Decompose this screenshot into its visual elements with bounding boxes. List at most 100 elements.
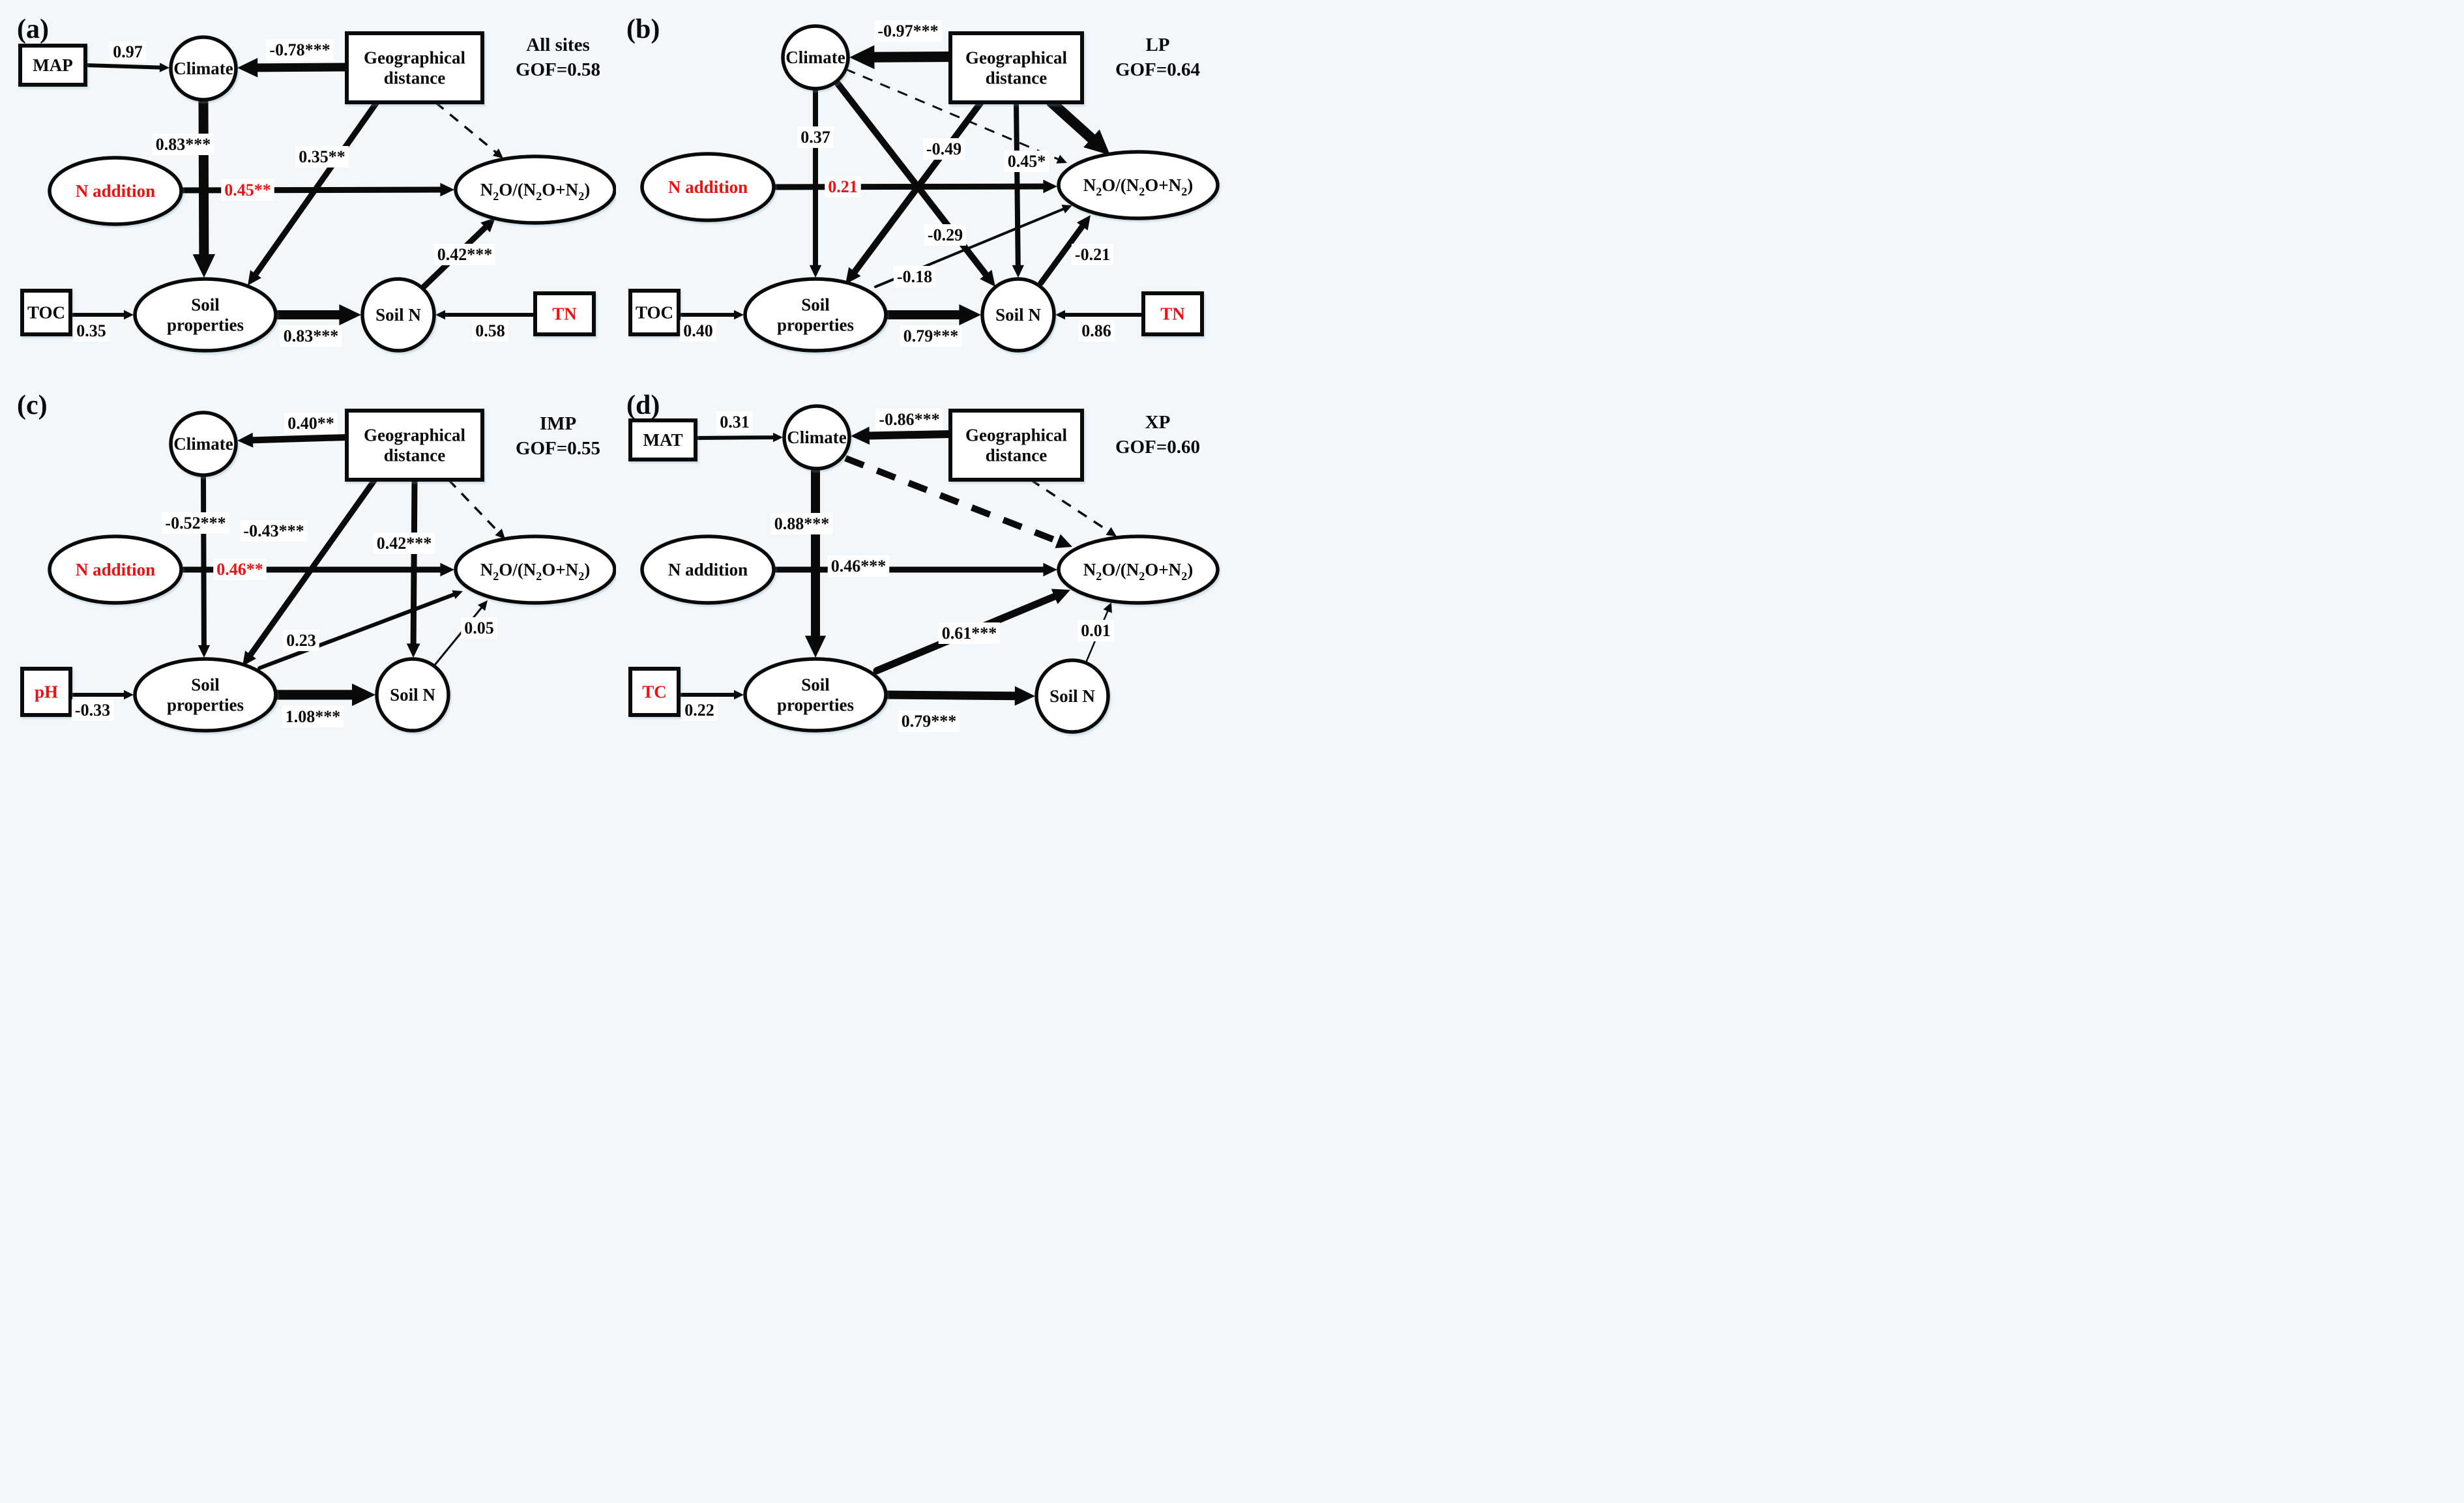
node-label: N addition: [76, 181, 155, 201]
coefficient-bg: [373, 533, 435, 554]
arrowhead-icon: [339, 304, 361, 326]
path-b-soilprop-to-soiln: [881, 304, 981, 326]
coefficient-bg: [221, 179, 274, 201]
coefficient-bg: [898, 710, 960, 732]
coefficient-a-soilprop-to-soiln: 0.83***: [284, 327, 339, 345]
coefficient-d-tc-to-soilprop: 0.22: [684, 701, 714, 720]
panel-title: All sites: [526, 35, 589, 55]
arrowhead-icon: [237, 57, 258, 78]
node-d-climate: Climate: [782, 404, 851, 471]
arrowhead-icon: [1051, 589, 1070, 604]
coefficient-c-naddition-to-n2o: 0.46**: [216, 560, 263, 579]
node-label: N2O/(N2O+N2): [1083, 560, 1193, 583]
coefficient-bg: [922, 138, 965, 160]
node-d-soil-n: Soil N: [1034, 658, 1110, 734]
node-a-soil-n: Soil N: [360, 277, 436, 353]
node-c-climate: Climate: [169, 411, 238, 477]
coefficient-c-geo-to-soilprop: -0.43***: [243, 521, 304, 540]
arrowhead-icon: [734, 690, 744, 700]
arrowhead-icon: [980, 269, 995, 287]
node-b-n2o-ratio: N2O/(N2O+N2): [1057, 150, 1220, 220]
coefficient-d-soilprop-to-soiln: 0.79***: [902, 712, 957, 731]
coefficient-a-climate-to-soilprop: 0.83***: [156, 135, 211, 154]
path-a-map-to-climate: [83, 63, 169, 72]
arrowhead-icon: [851, 426, 870, 445]
node-d-n-addition: N addition: [640, 534, 776, 605]
observed-variable-box: [1141, 291, 1204, 336]
node-c-n-addition: N addition: [48, 534, 183, 605]
coefficient-bg: [938, 622, 1001, 644]
arrowhead-icon: [804, 635, 827, 658]
arrowhead-icon: [849, 45, 875, 70]
coefficient-bg: [1078, 320, 1115, 342]
node-a-tn: TN: [533, 291, 596, 336]
coefficient-bg: [874, 20, 942, 42]
node-label: pH: [35, 682, 58, 702]
node-label: N2O/(N2O+N2): [480, 180, 590, 203]
panel-title: LP: [1145, 35, 1169, 55]
coefficient-b-geo-to-soiln: 0.45*: [1008, 152, 1046, 171]
path-line-geo-to-climate: [248, 434, 350, 444]
goodness-of-fit: GOF=0.58: [516, 59, 600, 80]
arrowhead-icon: [248, 270, 261, 285]
coefficient-c-climate-to-soilprop: -0.52***: [165, 514, 226, 533]
arrowhead-icon: [477, 600, 488, 611]
arrowhead-icon: [809, 265, 822, 278]
arrowhead-icon: [1061, 205, 1072, 214]
latent-variable-ellipse: [782, 404, 851, 471]
node-label: MAT: [643, 430, 683, 450]
node-b-n-addition: N addition: [640, 152, 776, 222]
arrowhead-icon: [959, 304, 981, 326]
arrowhead-icon: [1076, 215, 1091, 231]
node-a-climate: Climate: [169, 35, 238, 102]
path-c-ph-to-soilprop: [68, 690, 134, 700]
arrowhead-icon: [242, 650, 256, 666]
panel-tag: (b): [626, 14, 660, 44]
coefficient-b-toc-to-soilprop: 0.40: [683, 321, 713, 340]
path-c-climate-to-soilprop: [198, 473, 211, 658]
latent-variable-ellipse: [640, 152, 776, 222]
coefficient-bg: [681, 699, 718, 721]
arrowhead-icon: [352, 683, 375, 707]
coefficient-bg: [240, 520, 308, 542]
node-a-n-addition: N addition: [48, 156, 183, 226]
node-label: Climate: [173, 434, 233, 454]
coefficient-bg: [280, 325, 342, 347]
path-d-naddition-to-n2o: [770, 562, 1057, 577]
arrowhead-icon: [845, 267, 861, 284]
path-c-soiln-to-n2o: [434, 600, 488, 665]
node-a-toc: TOC: [20, 289, 72, 336]
node-b-tn: TN: [1141, 291, 1204, 336]
latent-variable-ellipse: [1034, 658, 1110, 734]
node-label: N2O/(N2O+N2): [1083, 175, 1193, 198]
path-line-mat-to-climate: [694, 435, 777, 440]
observed-variable-box: [628, 667, 681, 717]
path-d-tc-to-soilprop: [677, 690, 744, 700]
coefficient-d-naddition-to-n2o: 0.46***: [831, 557, 887, 576]
path-c-geo-to-climate: [237, 432, 350, 448]
observed-variable-box: [18, 44, 87, 87]
latent-variable-ellipse: [781, 24, 850, 91]
node-c-soil-n: Soil N: [375, 657, 450, 733]
path-b-climate-to-soilprop: [809, 86, 822, 278]
arrowhead-icon: [1106, 527, 1117, 536]
coefficient-bg: [680, 320, 716, 342]
coefficient-bg: [797, 126, 834, 148]
node-label: Climate: [785, 48, 845, 67]
coefficient-b-geo-to-soilprop: -0.49: [926, 139, 961, 158]
coefficient-bg: [266, 39, 334, 61]
path-d-climate-to-soilprop: [804, 464, 827, 658]
coefficient-bg: [162, 512, 229, 534]
path-line-map-to-climate: [83, 63, 164, 70]
path-c-soilprop-to-n2o: [257, 590, 463, 670]
panel-tag: (d): [626, 390, 660, 420]
arrowhead-icon: [435, 310, 445, 320]
